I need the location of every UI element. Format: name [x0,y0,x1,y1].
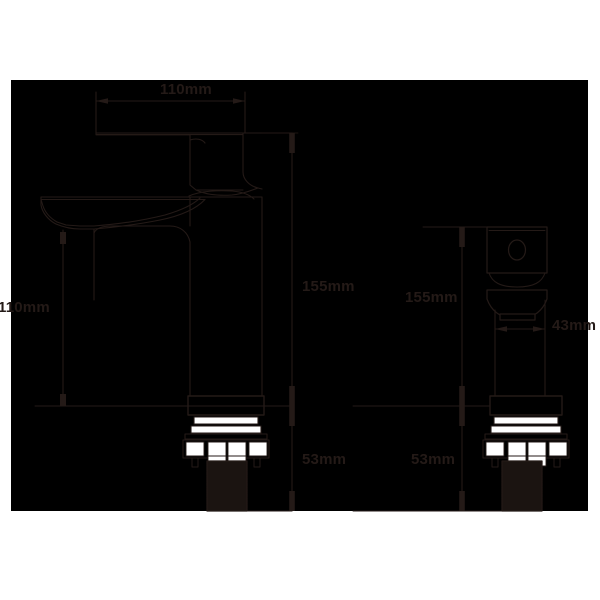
front-collar [486,289,548,321]
height-dimension-line-front [459,226,465,512]
spout-reach-extension-lines [95,91,246,134]
height-dimension-line-side [261,132,299,512]
faucet-handle-collar [188,190,255,200]
shank-length-dimension-label-front: 53mm [411,451,456,468]
counter-baseline-front [352,405,503,512]
spout-reach-dimension-line [95,98,246,104]
spout-height-dimension-label: 110mm [0,299,50,316]
faucet-handle-lever [95,132,293,196]
faucet-spout-body [40,196,263,230]
spout-height-dimension-line [60,242,66,407]
mounting-hardware-front [482,395,570,512]
body-width-dimension-line [494,299,546,346]
overall-height-dimension-label-side: 155mm [302,278,355,295]
faucet-body-column [93,196,263,397]
spout-reach-dimension-label: 110mm [160,81,212,98]
overall-height-dimension-label-front: 155mm [405,289,458,306]
shank-length-dimension-label-side: 53mm [302,451,347,468]
spout-outlet [60,229,66,244]
body-width-dimension-label: 43mm [552,317,597,334]
counter-baseline-side [34,405,293,512]
mounting-hardware-side [182,395,270,512]
front-handle-neck [488,272,546,288]
front-handle-head [486,226,548,274]
